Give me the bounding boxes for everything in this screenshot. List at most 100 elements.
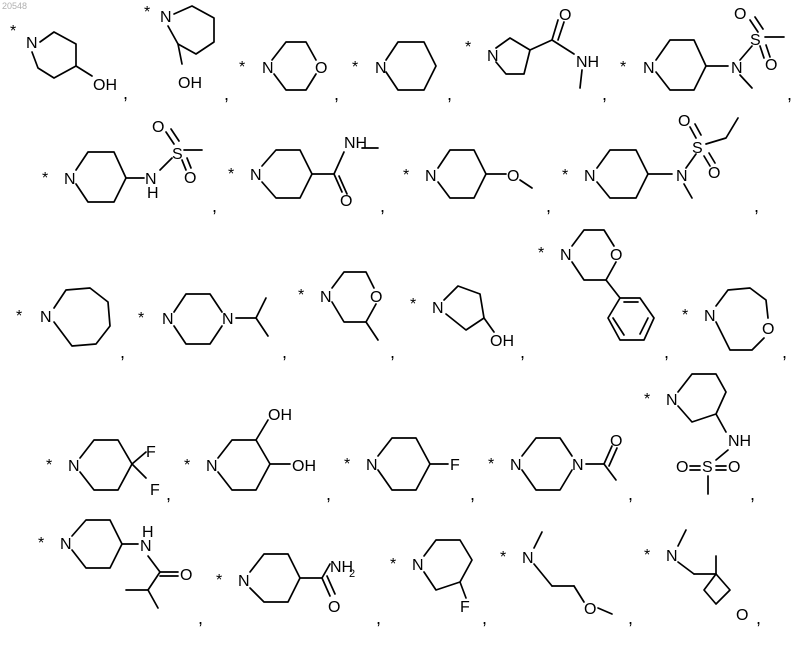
atom-o: O [180, 567, 192, 584]
atom-o: O [370, 289, 382, 306]
atom-n: N [162, 311, 174, 328]
structure-azepanyl: * N , [16, 288, 125, 362]
attachment-mark: * [239, 59, 245, 76]
attachment-mark: * [216, 572, 222, 589]
atom-h: H [147, 185, 159, 202]
separator: , [224, 84, 229, 104]
structure-methanesulfonamido-3-piperidinyl: * N NH S O O , [644, 374, 755, 504]
structure-ethanesulfonamido-piperidinyl: * N N S O O , [562, 113, 759, 216]
attachment-mark: * [352, 59, 358, 76]
attachment-mark: * [228, 166, 234, 183]
attachment-mark: * [390, 556, 396, 573]
structure-isobutyramido-piperidinyl: * N N H O , [38, 520, 203, 628]
atom-nh: NH [728, 433, 751, 450]
separator: , [628, 484, 633, 504]
atom-s: S [172, 146, 183, 163]
structure-3-fluoropiperidinyl: * N F , [390, 540, 487, 628]
separator: , [520, 342, 525, 362]
atom-o: O [676, 459, 688, 476]
structure-n-methylsulfonamido-piperidinyl: * N N S O O , [620, 6, 792, 104]
atom-n: N [584, 168, 596, 185]
atom-oh: OH [490, 333, 514, 350]
separator: , [282, 342, 287, 362]
separator: , [198, 608, 203, 628]
atom-n: N [666, 548, 678, 565]
atom-o: O [559, 7, 571, 24]
atom-n: N [375, 60, 387, 77]
atom-s: S [750, 32, 761, 49]
atom-n: N [68, 458, 80, 475]
corner-label: 20548 [2, 1, 27, 11]
structure-morpholinyl: * N O , [239, 42, 339, 104]
attachment-mark: * [16, 308, 22, 325]
atom-n: N [704, 308, 716, 325]
atom-o: O [765, 57, 777, 74]
attachment-mark: * [144, 4, 150, 21]
separator: , [447, 84, 452, 104]
attachment-mark: * [410, 296, 416, 313]
attachment-mark: * [42, 170, 48, 187]
atom-o: O [736, 607, 748, 624]
structure-acetylpiperazinyl: * N N O , [488, 433, 633, 504]
atom-n: N [206, 458, 218, 475]
atom-n: N [510, 457, 522, 474]
atom-oh: OH [93, 77, 117, 94]
attachment-mark: * [562, 167, 568, 184]
atom-oh: OH [268, 407, 292, 424]
separator: , [754, 196, 759, 216]
structure-pyrrolidine-3-n-methylcarboxamide: * N O NH , [465, 7, 607, 104]
atom-n: N [160, 9, 172, 26]
separator: , [628, 608, 633, 628]
separator: , [787, 84, 792, 104]
structure-methylmorpholinyl: * N O , [298, 272, 395, 362]
atom-s: S [692, 140, 703, 157]
atom-o: O [734, 6, 746, 23]
atom-o: O [762, 321, 774, 338]
separator: , [470, 484, 475, 504]
attachment-mark: * [344, 456, 350, 473]
structure-oxazepanyl: * N O , [682, 288, 787, 362]
atom-n: N [572, 457, 584, 474]
atom-n: N [643, 60, 655, 77]
attachment-mark: * [10, 23, 16, 40]
attachment-mark: * [184, 457, 190, 474]
separator: , [166, 484, 171, 504]
atom-n: N [320, 289, 332, 306]
attachment-mark: * [538, 245, 544, 262]
atom-f: F [450, 457, 460, 474]
atom-n: N [26, 35, 38, 52]
atom-f: F [146, 444, 156, 461]
atom-o: O [315, 60, 327, 77]
structure-isopropylpiperazinyl: * N N , [138, 294, 287, 362]
atom-oh: OH [292, 458, 316, 475]
atom-o: O [507, 168, 519, 185]
atom-o: O [678, 113, 690, 130]
atom-n: N [666, 392, 678, 409]
atom-o: O [728, 459, 740, 476]
attachment-mark: * [644, 391, 650, 408]
structure-piperidine-n-methylcarboxamide: * N NH O , [228, 135, 385, 216]
atom-o: O [184, 170, 196, 187]
attachment-mark: * [138, 310, 144, 327]
atom-n: N [522, 550, 534, 567]
atom-f: F [150, 482, 160, 499]
separator: , [212, 196, 217, 216]
attachment-mark: * [500, 549, 506, 566]
structure-piperidine-carboxamide: * N NH 2 O , [216, 554, 381, 628]
attachment-mark: * [488, 456, 494, 473]
separator: , [664, 342, 669, 362]
atom-subscript-2: 2 [349, 568, 355, 580]
atom-nh: NH [344, 135, 367, 152]
atom-nh: NH [576, 54, 599, 71]
atom-n: N [731, 60, 743, 77]
atom-o: O [708, 165, 720, 182]
atom-n: N [366, 457, 378, 474]
atom-n: N [412, 557, 424, 574]
attachment-mark: * [46, 457, 52, 474]
atom-o: O [340, 193, 352, 210]
structure-piperidinyl: * N , [352, 42, 452, 104]
structure-methanesulfonamido-piperidinyl: * N N H S O O , [42, 119, 217, 216]
separator: , [334, 84, 339, 104]
attachment-mark: * [38, 535, 44, 552]
atom-oh: OH [178, 75, 202, 92]
